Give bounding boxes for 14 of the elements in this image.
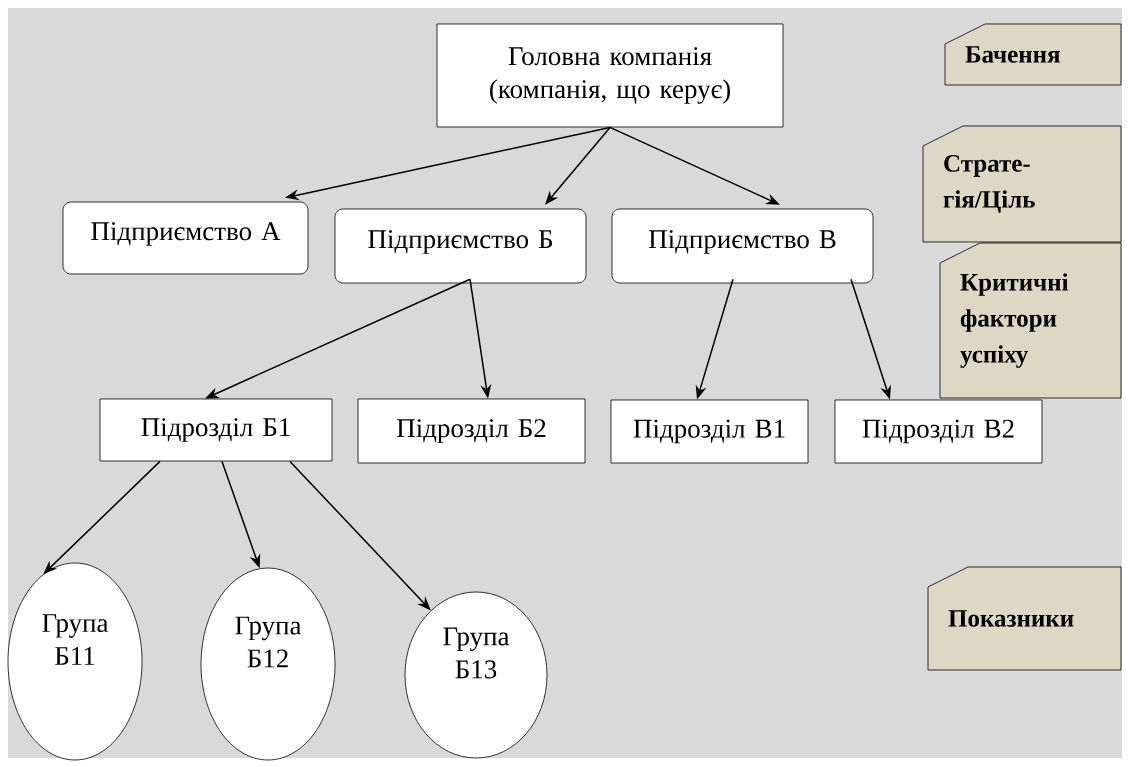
tag-card: Страте- гія/Ціль [922,125,1122,243]
tag-card: Бачення [944,23,1122,86]
tag-card: Критичні фактори успіху [939,242,1122,399]
node-label: Група Б11 [42,614,109,665]
tag-card: Показники [927,566,1122,671]
company-box: Підприємство Б [334,208,587,284]
org-box: Підрозділ Б1 [99,398,333,462]
org-box: Головна компанія (компанія, що керує) [436,23,784,128]
node-label: Група Б12 [235,616,302,668]
company-box: Підприємство В [611,208,874,284]
org-box: Підрозділ Б2 [357,398,586,464]
company-box: Підприємство А [62,201,309,275]
org-box: Підрозділ В2 [834,399,1043,464]
org-box: Підрозділ В1 [610,399,809,464]
